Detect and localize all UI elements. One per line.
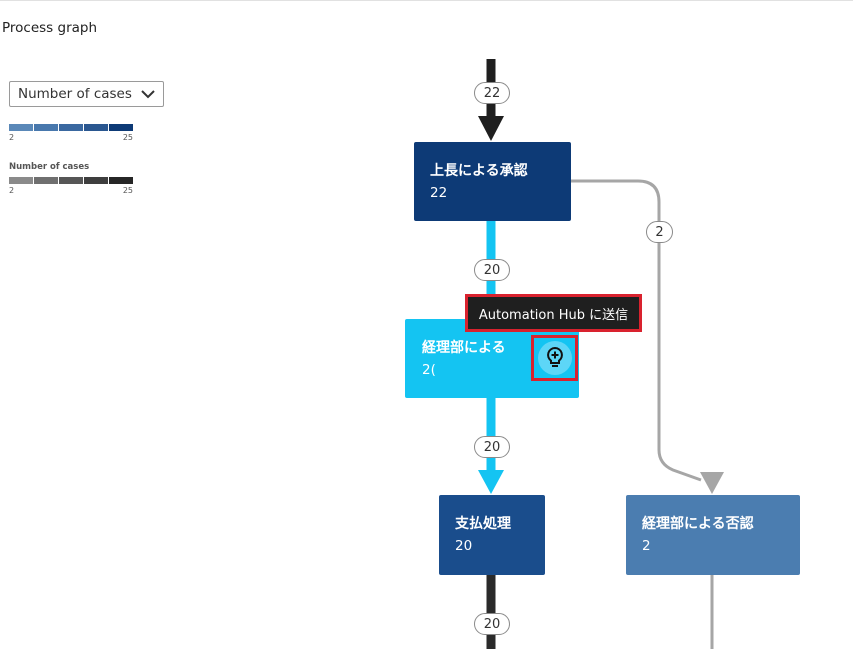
top-divider (0, 0, 853, 1)
frequency-legend-bar (9, 124, 133, 131)
metric-select[interactable]: Number of cases (9, 81, 164, 107)
node-label: 支払処理 (455, 516, 511, 532)
node-count: 2( (422, 362, 436, 378)
lightbulb-icon (537, 341, 572, 375)
edge-count-label: 22 (474, 82, 510, 104)
legend-swatch (34, 177, 58, 184)
legend-swatch (59, 124, 83, 131)
edge-arrowhead (478, 116, 504, 141)
page-title: Process graph (2, 20, 98, 36)
legend-max: 25 (122, 133, 133, 142)
node-count: 2 (642, 538, 651, 554)
edge-count-label: 20 (474, 436, 510, 458)
node-payment-processing[interactable]: 支払処理 20 (439, 495, 545, 575)
legend-swatch (84, 177, 108, 184)
edge-count-label: 2 (646, 221, 673, 243)
edge-arrowhead (478, 470, 504, 494)
automation-hub-tooltip: Automation Hub に送信 (465, 294, 642, 332)
legend-swatch (9, 124, 33, 131)
node-label: 上長による承認 (430, 163, 528, 179)
legend-min: 2 (9, 186, 15, 195)
send-to-automation-hub-button[interactable] (531, 335, 578, 381)
edge-count-label: 20 (474, 259, 510, 281)
legend-swatch (34, 124, 58, 131)
legend-swatch (84, 124, 108, 131)
legend-max: 25 (122, 186, 133, 195)
node-count: 22 (430, 185, 448, 201)
chevron-down-icon (141, 89, 155, 98)
cases-legend-bar (9, 177, 133, 184)
cases-legend: Number of cases 2 25 (9, 162, 133, 195)
frequency-legend: 2 25 (9, 124, 133, 142)
node-label: 経理部による (422, 340, 506, 356)
legend-min: 2 (9, 133, 15, 142)
tooltip-text: Automation Hub に送信 (478, 307, 629, 323)
metric-select-value: Number of cases (18, 86, 132, 102)
legend-swatch (109, 177, 133, 184)
legend-swatch (109, 124, 133, 131)
edge-count-label: 20 (474, 613, 510, 635)
legend-caption: Number of cases (9, 162, 90, 172)
legend-swatch (59, 177, 83, 184)
node-manager-approval[interactable]: 上長による承認 22 (414, 142, 571, 221)
edge-arrowhead (700, 472, 724, 494)
node-accounting-rejection[interactable]: 経理部による否認 2 (626, 495, 800, 575)
node-count: 20 (455, 538, 473, 554)
legend-swatch (9, 177, 33, 184)
node-label: 経理部による否認 (642, 516, 754, 532)
edge-approval-to-rejection[interactable] (571, 179, 702, 482)
